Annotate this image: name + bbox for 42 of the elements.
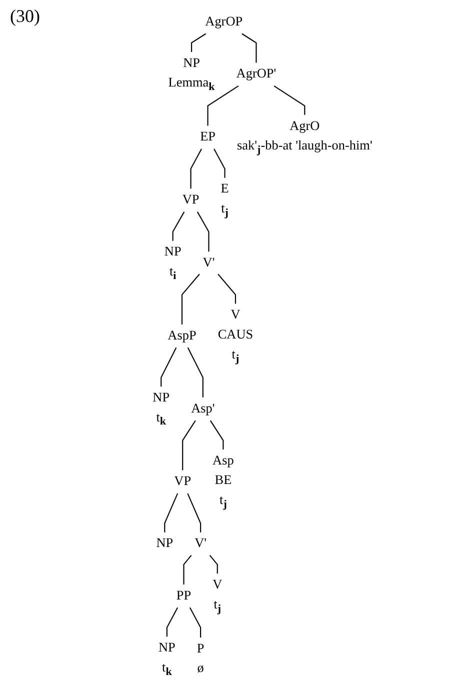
node-text: Asp' (191, 402, 215, 416)
connector (189, 607, 202, 638)
connector (210, 420, 224, 450)
connector (181, 274, 200, 324)
connector (187, 347, 204, 398)
example-number: (30) (10, 6, 40, 27)
node-text: E t$_{j}$ (220, 182, 229, 219)
node-text: PP (176, 588, 192, 603)
node-text: P ø (196, 642, 204, 676)
connector (196, 212, 210, 252)
node-text: V t$_{j}$ (212, 578, 222, 614)
node-text: AgrO sak'$_{j}$-bb-at 'laugh-on-him' (236, 119, 372, 156)
connector (166, 607, 178, 637)
node-text: V' (202, 256, 215, 270)
node-text: NP Lemma$_{k}$ (168, 56, 215, 93)
node-text: AgrOP' (236, 66, 276, 81)
node-text: V' (194, 536, 207, 551)
syntax-tree: AgrOP NP Lemma$_{k}$ AgrOP' EP AgrO sak'$_{j}$-bb-at 'laugh-on-him' VP E t$_{j}$ NP t$_{i}$ V' AspP V CAUS t$_{j}$ NP t$_{k}$ Asp' VP Asp BE t$_{j}$ NP V' PP V t$_{j}$ NP t$_{k}$ P ø (60, 4, 465, 688)
connector (274, 85, 306, 115)
connector (191, 33, 206, 52)
node-text: EP (200, 130, 216, 144)
connector (214, 148, 226, 178)
connector (187, 493, 202, 532)
node-text: VP (182, 192, 200, 207)
node-text: NP t$_{k}$ (158, 640, 176, 678)
connector (164, 493, 178, 532)
connector (172, 212, 185, 241)
connector (209, 554, 218, 574)
node-text: V CAUS t$_{j}$ (218, 308, 254, 364)
node-text: AspP (168, 328, 196, 343)
connector (218, 274, 236, 304)
connector (183, 554, 192, 584)
connector (190, 148, 202, 189)
node-text: NP t$_{k}$ (152, 390, 170, 428)
connector (182, 420, 196, 470)
node-text: Asp BE t$_{j}$ (212, 454, 234, 510)
node-text: VP (174, 474, 192, 488)
node-text: AgrOP (205, 14, 243, 29)
node-text: NP t$_{i}$ (164, 244, 182, 282)
node-text: NP (156, 536, 174, 551)
connector (207, 85, 239, 126)
connector (160, 347, 177, 387)
